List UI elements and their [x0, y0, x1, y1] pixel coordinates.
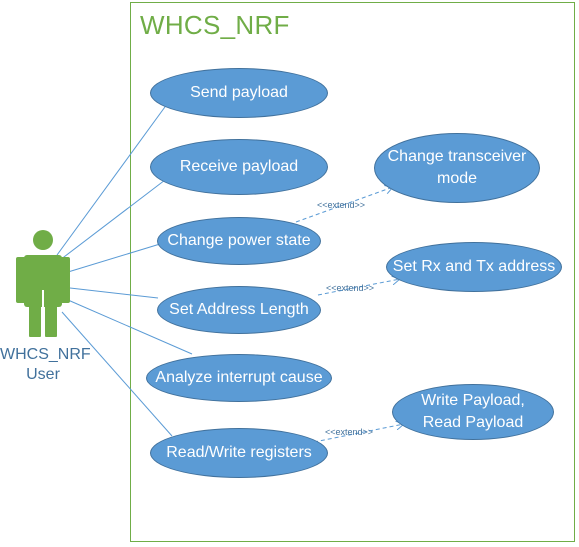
usecase-receive-payload: Receive payload — [150, 139, 328, 195]
usecase-set-rx-tx-address: Set Rx and Tx address — [386, 242, 562, 292]
association-receive-payload — [59, 179, 166, 261]
extend-arrow-transceiver-mode — [295, 187, 393, 223]
usecase-change-power-state: Change power state — [157, 217, 321, 265]
actor-label-line2: User — [26, 366, 60, 383]
usecase-change-transceiver-mode: Change transceiver mode — [374, 133, 540, 203]
actor-label: WHCS_NRF User — [0, 345, 91, 385]
extend-label-rx-tx-address: <<extend>> — [326, 283, 374, 293]
association-change-power-state — [67, 243, 161, 273]
system-title: WHCS_NRF — [140, 10, 290, 40]
association-analyze-interrupt — [67, 299, 193, 355]
extend-arrow-write-read-payload — [313, 424, 404, 443]
actor-body — [24, 255, 62, 307]
actor-left-arm — [16, 257, 26, 303]
association-set-address-length — [69, 287, 159, 299]
association-read-write-registers — [61, 311, 173, 437]
usecase-analyze-interrupt-cause: Analyze interrupt cause — [146, 354, 332, 402]
usecase-set-address-length: Set Address Length — [157, 286, 321, 334]
association-send-payload — [56, 99, 171, 256]
usecase-read-write-registers: Read/Write registers — [150, 428, 328, 478]
actor-right-leg — [45, 303, 57, 337]
actor-right-arm — [60, 257, 70, 303]
extend-label-write-read-payload: <<extend>> — [325, 427, 373, 437]
usecase-send-payload: Send payload — [150, 68, 328, 118]
actor-label-line1: WHCS_NRF — [0, 346, 91, 363]
actor-head — [33, 230, 53, 250]
usecase-write-read-payload: Write Payload, Read Payload — [392, 384, 554, 440]
actor-left-leg — [29, 303, 41, 337]
extend-label-transceiver-mode: <<extend>> — [317, 200, 365, 210]
actor-user-figure — [16, 230, 70, 337]
